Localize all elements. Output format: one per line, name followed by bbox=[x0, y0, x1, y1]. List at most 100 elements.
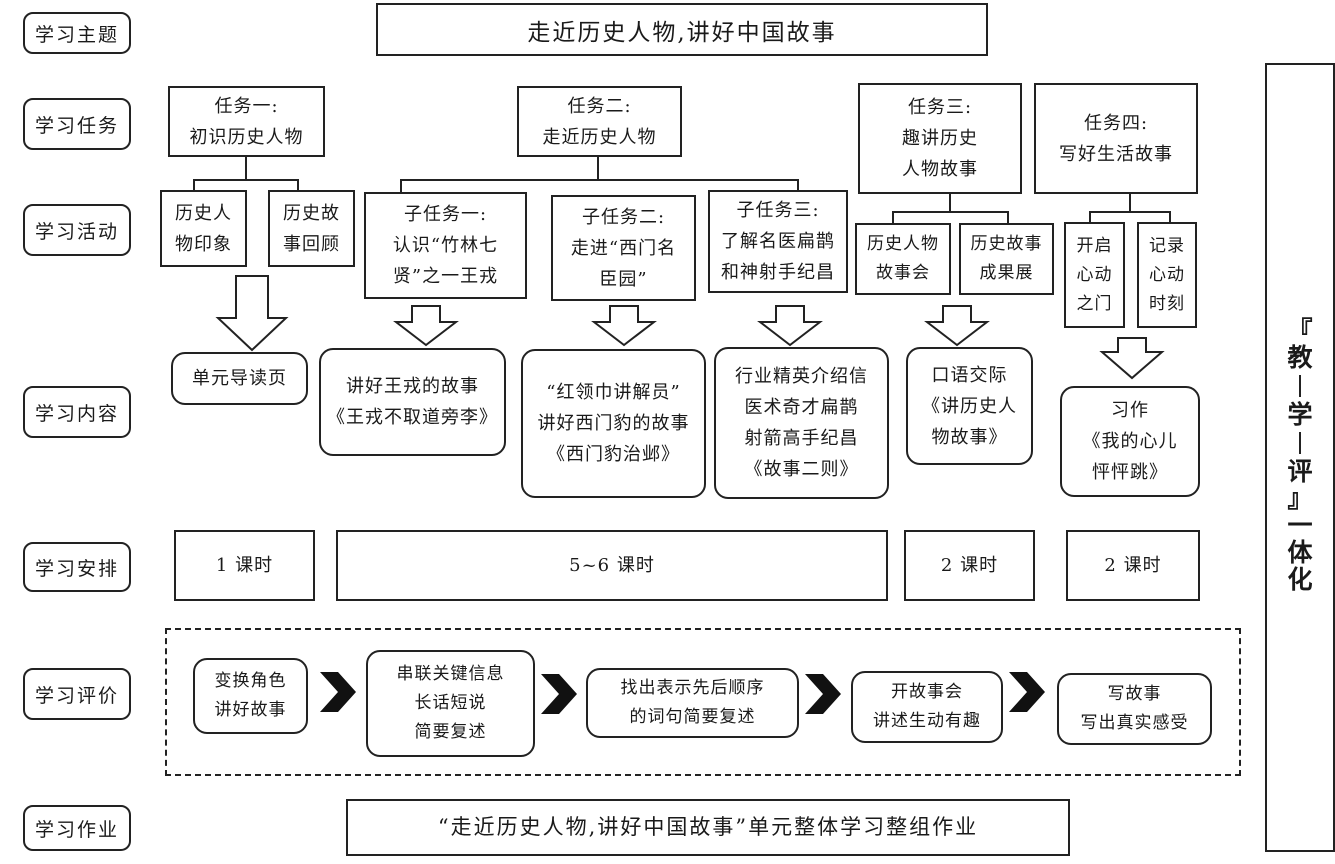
activity-line: 历史人物 bbox=[867, 234, 939, 254]
chevron-1 bbox=[320, 672, 356, 712]
activity-line: 事回顾 bbox=[283, 233, 340, 255]
task-line: 初识历史人物 bbox=[189, 126, 304, 148]
evaluation-line: 串联关键信息 bbox=[396, 664, 505, 684]
down-arrow-4 bbox=[757, 305, 823, 347]
evaluation-line: 找出表示先后顺序 bbox=[620, 678, 765, 698]
activity-record-moment: 记录 心动 时刻 bbox=[1137, 222, 1197, 328]
task4-bracket bbox=[1089, 193, 1171, 224]
homework-text: “走近历史人物,讲好中国故事”单元整体学习整组作业 bbox=[437, 815, 979, 839]
activity-line: 心动 bbox=[1076, 264, 1113, 285]
row-label-tasks: 学习任务 bbox=[23, 98, 131, 150]
content-5: 口语交际 《讲历史人 物故事》 bbox=[906, 347, 1033, 465]
down-arrow-3 bbox=[591, 305, 657, 347]
task-line: 任务二: bbox=[567, 95, 632, 117]
side-divider bbox=[1299, 375, 1301, 397]
activity-line: 认识“竹林七 bbox=[392, 235, 499, 256]
homework-box: “走近历史人物,讲好中国故事”单元整体学习整组作业 bbox=[346, 799, 1070, 856]
activity-line: 历史人 bbox=[175, 202, 232, 224]
side-char: 化 bbox=[1287, 565, 1313, 594]
row-label-text: 学习主题 bbox=[34, 23, 119, 46]
activity-subtask-3: 子任务三: 了解名医扁鹊 和神射手纪昌 bbox=[708, 190, 848, 293]
row-label-homework: 学习作业 bbox=[23, 805, 131, 851]
task1-bracket bbox=[193, 156, 299, 190]
chevron-2 bbox=[541, 674, 577, 714]
content-line: 单元导读页 bbox=[192, 368, 287, 389]
row-label-text: 学习作业 bbox=[34, 818, 119, 841]
down-arrow-1 bbox=[215, 275, 289, 352]
side-char: 『 bbox=[1287, 316, 1313, 345]
evaluation-5: 写故事 写出真实感受 bbox=[1057, 673, 1212, 745]
down-arrow-6 bbox=[1099, 337, 1165, 380]
activity-1: 历史人 物印象 bbox=[160, 190, 247, 267]
evaluation-4: 开故事会 讲述生动有趣 bbox=[851, 671, 1003, 743]
activity-line: 走进“西门名 bbox=[570, 237, 677, 259]
content-line: 习作 bbox=[1111, 400, 1149, 421]
evaluation-2: 串联关键信息 长话短说 简要复述 bbox=[366, 650, 535, 757]
evaluation-1: 变换角色 讲好故事 bbox=[193, 658, 308, 734]
side-char: 一 bbox=[1287, 511, 1313, 540]
evaluation-line: 讲述生动有趣 bbox=[873, 711, 981, 731]
side-divider bbox=[1299, 432, 1301, 454]
side-char: 学 bbox=[1287, 400, 1313, 429]
evaluation-line: 变换角色 bbox=[214, 671, 287, 691]
task-line: 写好生活故事 bbox=[1059, 143, 1173, 165]
activity-line: 成果展 bbox=[979, 263, 1034, 283]
task-line: 人物故事 bbox=[902, 159, 978, 180]
activity-line: 子任务一: bbox=[403, 204, 488, 225]
content-line: 行业精英介绍信 bbox=[735, 366, 868, 387]
schedule-1: 1 课时 bbox=[174, 530, 315, 601]
task-line: 趣讲历史 bbox=[902, 128, 978, 149]
schedule-3: 2 课时 bbox=[904, 530, 1035, 601]
schedule-text: 1 课时 bbox=[215, 555, 274, 576]
row-label-activities: 学习活动 bbox=[23, 204, 131, 256]
activity-line: 心动 bbox=[1149, 264, 1185, 285]
activity-line: 子任务二: bbox=[581, 206, 666, 228]
row-label-text: 学习评价 bbox=[34, 684, 119, 707]
content-line: 怦怦跳》 bbox=[1092, 462, 1168, 483]
content-line: 《王戎不取道旁李》 bbox=[327, 407, 498, 428]
task3-bracket bbox=[892, 193, 1009, 224]
activity-line: 和神射手纪昌 bbox=[721, 262, 835, 283]
schedule-4: 2 课时 bbox=[1066, 530, 1200, 601]
row-label-text: 学习内容 bbox=[34, 402, 119, 425]
theme-title-text: 走近历史人物,讲好中国故事 bbox=[527, 19, 837, 46]
content-line: 《故事二则》 bbox=[744, 459, 859, 480]
content-line: 医术奇才扁鹊 bbox=[744, 397, 859, 418]
activity-line: 历史故事 bbox=[970, 234, 1043, 254]
schedule-text: 2 课时 bbox=[940, 555, 999, 576]
evaluation-line: 开故事会 bbox=[891, 682, 963, 702]
task-4: 任务四: 写好生活故事 bbox=[1034, 83, 1198, 194]
evaluation-line: 写故事 bbox=[1107, 684, 1162, 704]
activity-line: 贤”之一王戎 bbox=[392, 266, 499, 287]
activity-2: 历史故 事回顾 bbox=[268, 190, 355, 267]
content-line: 《我的心儿 bbox=[1082, 431, 1178, 452]
down-arrow-2 bbox=[393, 305, 459, 347]
chevron-4 bbox=[1009, 672, 1045, 712]
activity-line: 物印象 bbox=[175, 233, 232, 255]
activity-open-heart: 开启 心动 之门 bbox=[1064, 222, 1125, 328]
activity-line: 臣园” bbox=[599, 268, 648, 290]
schedule-text: 2 课时 bbox=[1104, 555, 1162, 576]
side-label: 『 教 学 评 』 一 体 化 bbox=[1267, 317, 1333, 593]
task-2: 任务二: 走近历史人物 bbox=[517, 86, 682, 157]
content-line: 射箭高手纪昌 bbox=[744, 428, 859, 449]
task-line: 走近历史人物 bbox=[542, 126, 657, 148]
theme-title: 走近历史人物,讲好中国故事 bbox=[376, 3, 988, 56]
content-6: 习作 《我的心儿 怦怦跳》 bbox=[1060, 386, 1200, 497]
content-1: 单元导读页 bbox=[171, 352, 308, 405]
side-panel: 『 教 学 评 』 一 体 化 bbox=[1265, 63, 1335, 852]
activity-story-meeting: 历史人物 故事会 bbox=[855, 223, 951, 295]
activity-line: 子任务三: bbox=[736, 200, 820, 221]
content-line: 讲好王戎的故事 bbox=[346, 376, 479, 397]
activity-line: 开启 bbox=[1076, 235, 1113, 256]
content-4: 行业精英介绍信 医术奇才扁鹊 射箭高手纪昌 《故事二则》 bbox=[714, 347, 889, 499]
activity-line: 了解名医扁鹊 bbox=[721, 231, 835, 252]
content-2: 讲好王戎的故事 《王戎不取道旁李》 bbox=[319, 348, 506, 456]
row-label-text: 学习活动 bbox=[34, 220, 119, 243]
schedule-text: 5~6 课时 bbox=[569, 555, 655, 576]
content-line: 讲好西门豹的故事 bbox=[537, 413, 690, 434]
task-line: 任务四: bbox=[1083, 112, 1149, 134]
content-line: 《讲历史人 bbox=[922, 395, 1017, 417]
row-label-schedule: 学习安排 bbox=[23, 542, 131, 592]
activity-subtask-2: 子任务二: 走进“西门名 臣园” bbox=[551, 195, 696, 301]
